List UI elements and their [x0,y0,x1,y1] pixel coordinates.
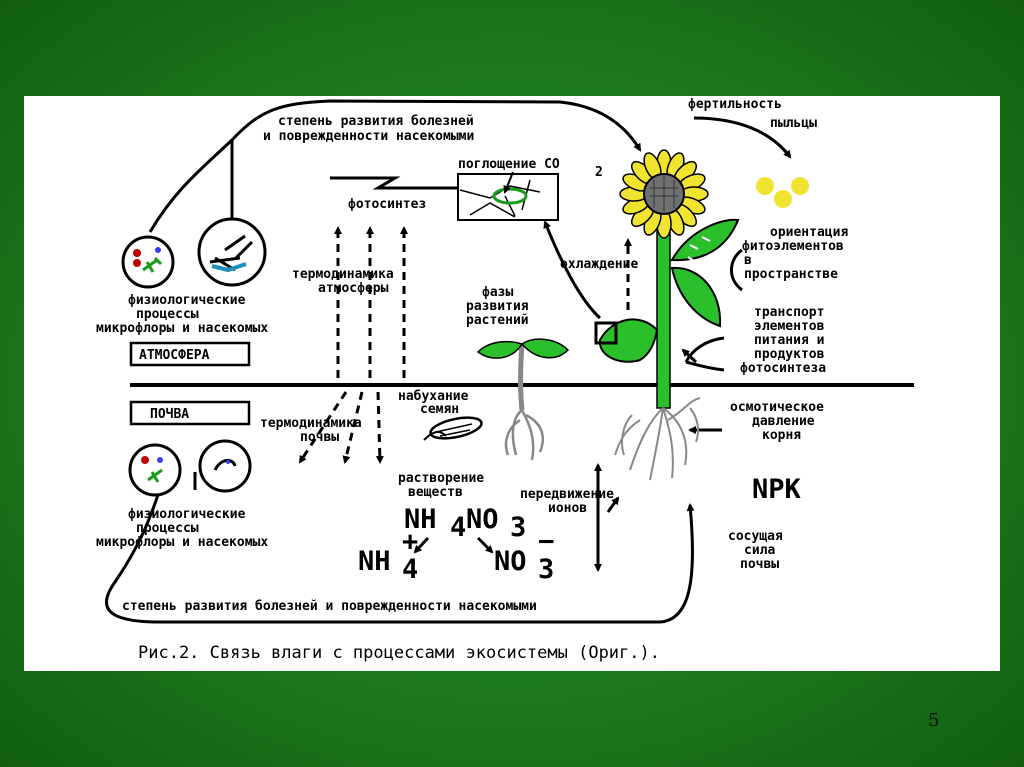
physio-bottom-line1: физиологические [128,507,246,522]
page-number: 5 [928,710,940,731]
physio-bottom-line2: процессы [136,521,199,536]
soil-thermo-line1: термодинамика [260,416,362,431]
physio-bottom-line3: микрофлоры и насекомых [96,535,268,550]
nh4-arrow [413,536,430,554]
atmo-thermo-line2: атмосферы [318,281,389,296]
formula-nh4-top-base: NH [404,504,437,535]
orientation-line2: фитоэлементов [742,239,844,254]
transport-line1: транспорт [754,305,824,320]
soil-label: ПОЧВА [150,407,189,422]
no3-arrow [476,536,494,554]
transport-line3: питания и [754,333,824,348]
bottom-label: степень развития болезней и поврежденнос… [122,599,537,614]
transport-arrow [681,348,698,364]
swelling-line2: семян [420,402,459,417]
dissolution-line2: веществ [408,485,463,500]
phases-line2: развития [466,299,529,314]
sunflower-leaf-left [598,318,659,363]
pollen-grains [756,177,809,208]
movement-line1: передвижение [520,487,614,502]
formula-nh4-top-sub: 4 [450,512,466,543]
swelling-line1: набухание [398,389,469,404]
co2-subscript: 2 [595,165,603,180]
co2-label: поглощение CO [458,157,560,172]
transport-line2: элементов [754,319,825,334]
orientation-line1: ориентация [770,225,848,240]
formula-no3-top-base: NO [466,504,499,535]
suction-line2: сила [744,543,775,558]
sunflower-leaf-right [670,266,722,328]
fertility-arrow [693,116,792,159]
leaf-to-co2-arrow [543,220,602,320]
microflora-circle-top [121,235,175,289]
osmotic-line1: осмотическое [730,400,824,415]
formula-no3-top-sub: 3 [510,512,526,543]
osmotic-line2: давление [752,414,815,429]
fertility-line2: пыльцы [770,116,817,131]
orientation-line4: пространстве [744,267,838,282]
suction-line3: почвы [740,557,779,572]
top-label-line2: и поврежденности насекомыми [263,129,474,144]
physio-top-line2: процессы [136,307,199,322]
atmosphere-label: АТМОСФЕРА [139,348,210,363]
microflora-circle-bottom [128,443,182,497]
sunflower-plant [594,149,740,481]
sunflower-petals [619,149,709,239]
photosynthesis-line [330,176,458,190]
figure-caption: Рис.2. Связь влаги с процессами экосисте… [138,643,660,663]
formula-no3-bot-sub: 3 [538,554,554,585]
phases-line3: растений [466,313,529,328]
osmotic-line3: корня [762,428,801,443]
physio-top-line1: физиологические [128,293,246,308]
npk-label: NPK [752,474,802,505]
suction-line1: сосущая [728,529,783,544]
formula-no3-bot-base: NO [494,546,527,577]
orientation-bracket [730,248,743,292]
atmo-thermo-arrows [334,226,632,378]
physio-top-line3: микрофлоры и насекомых [96,321,268,336]
dissolution-line1: растворение [398,471,484,486]
insect-circle-top [197,217,267,287]
transport-line4: продуктов [754,347,825,362]
cooling-label: охлаждение [560,257,638,272]
fertility-line1: фертильность [688,97,782,112]
formula-nh4-bot-sup: + [402,526,418,557]
photosynthesis-label: фотосинтез [348,197,426,212]
insect-circle-bottom [198,439,252,493]
ion-side-arrow [606,496,620,513]
formula-nh4-bot-base: NH [358,546,391,577]
transport-line5: фотосинтеза [740,361,826,376]
atmosphere-box [129,341,251,367]
orientation-line3: в [744,253,752,268]
seed-icon [423,416,483,441]
soil-thermo-line2: почвы [300,430,339,445]
soil-box [129,400,251,426]
transport-bracket [684,336,725,372]
movement-line2: ионов [548,501,587,516]
bottom-arc [104,479,695,624]
sunflower-roots [614,397,701,481]
seedling [476,338,570,461]
soil-thermo-arrows [298,391,384,464]
top-arc [148,99,642,233]
atmo-thermo-line1: термодинамика [292,267,394,282]
formula-no3-bot-sup: − [538,526,554,557]
formula-nh4-bot-sub: 4 [402,554,418,585]
sunflower-leaf-upper [670,218,740,262]
top-label-line1: степень развития болезней [278,114,474,129]
phases-line1: фазы [482,285,513,300]
leaf-detail-box [457,171,559,221]
